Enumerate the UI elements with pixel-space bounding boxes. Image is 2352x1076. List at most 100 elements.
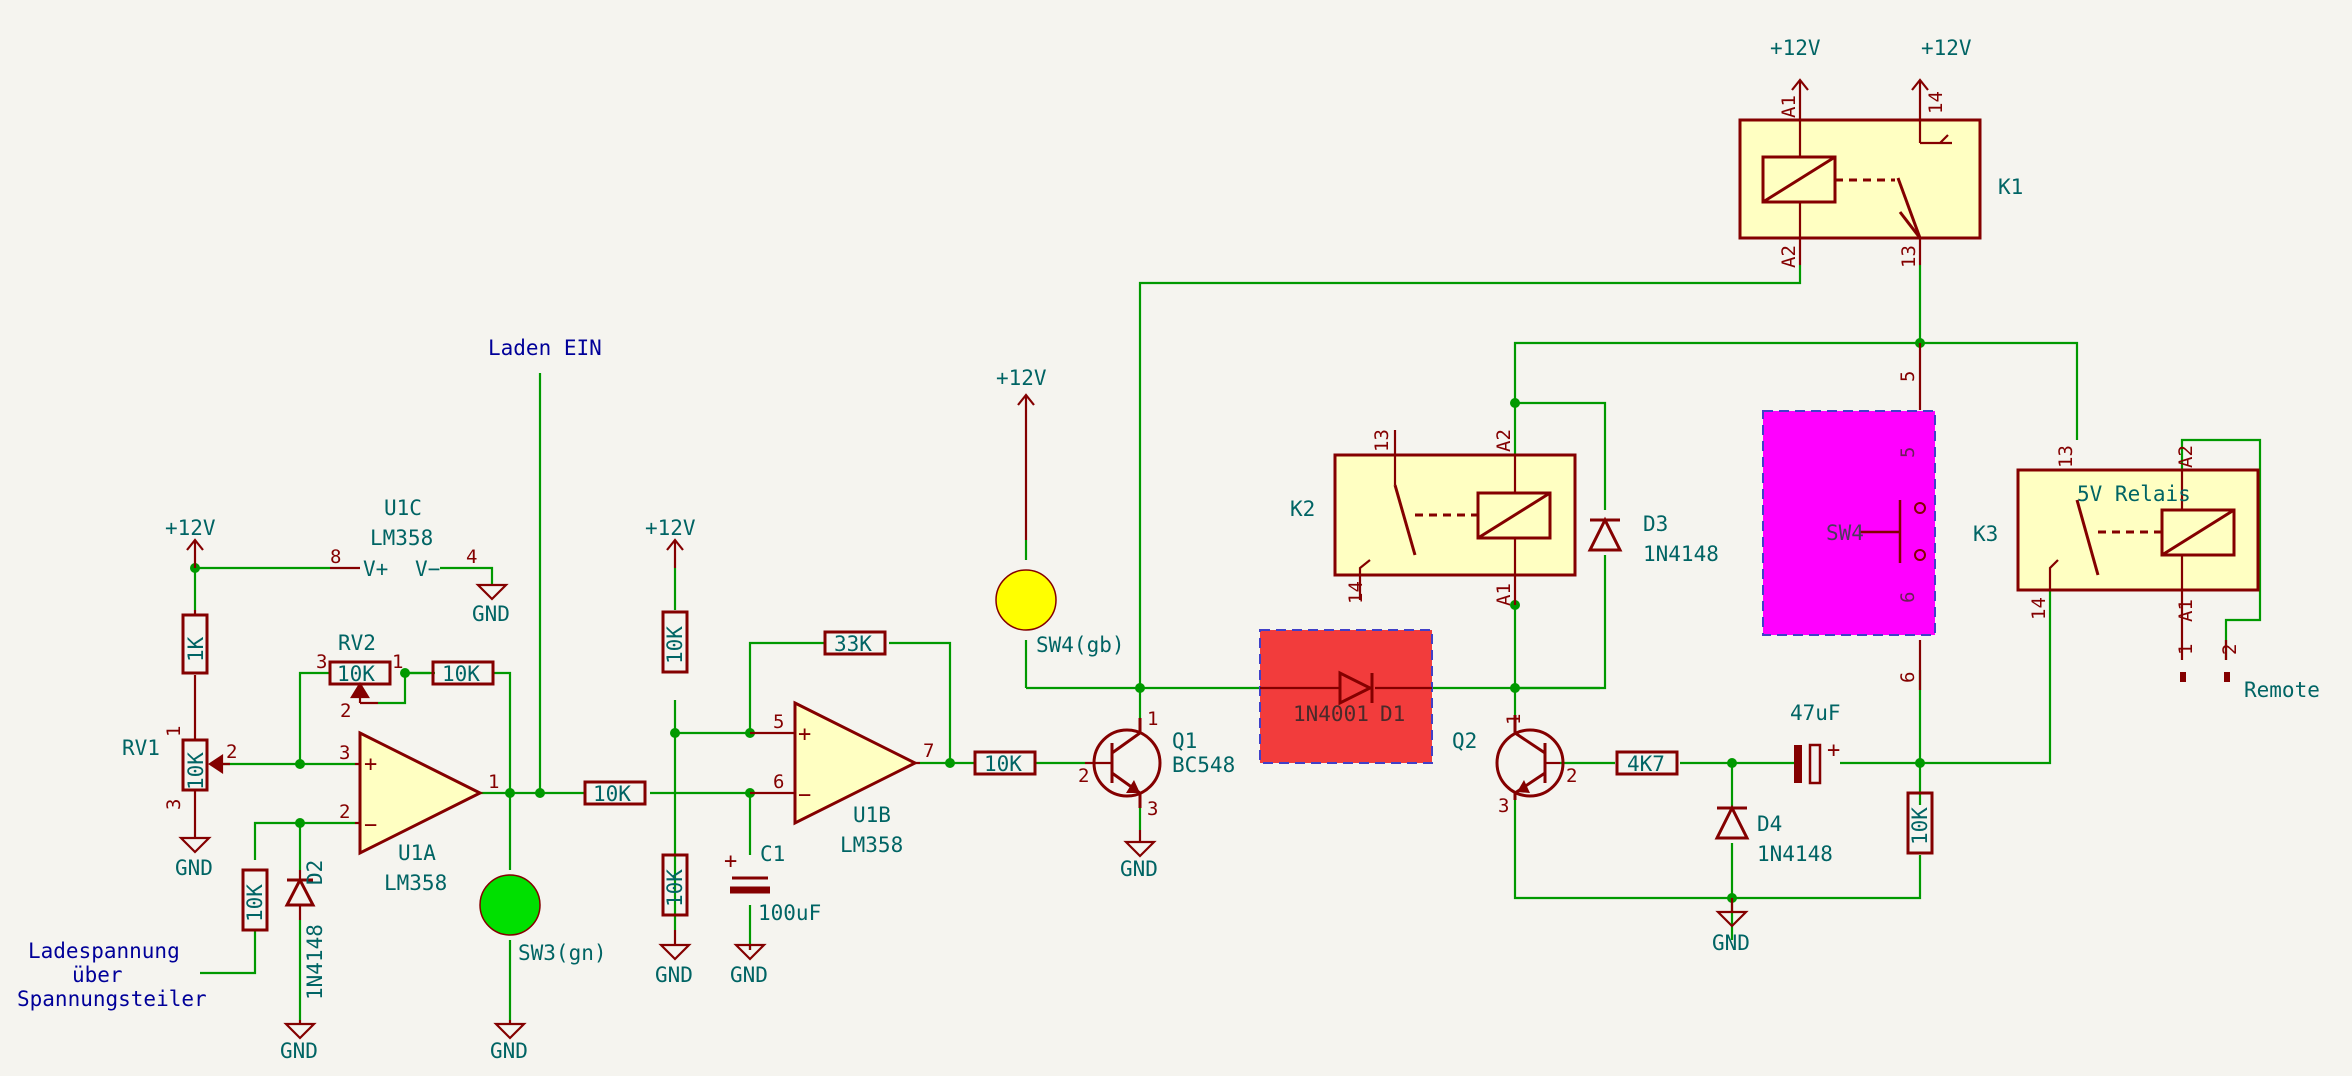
svg-text:+12V: +12V [996,366,1047,390]
svg-text:GND: GND [490,1039,528,1063]
svg-text:2: 2 [340,700,351,722]
switch-sw4-highlighted: SW4 5 5 6 6 [1762,343,1936,690]
power-12v-rv1: +12V [165,516,216,568]
gnd-c1: GND [730,943,768,987]
svg-text:10K: 10K [184,752,208,790]
svg-text:13: 13 [2055,445,2077,468]
resistor-input-10k: 10K [583,780,647,806]
svg-text:D4: D4 [1757,812,1782,836]
svg-text:Q1: Q1 [1172,729,1197,753]
u1b-opamp: + − 5 6 7 U1B LM358 [750,700,934,857]
svg-text:Q2: Q2 [1452,729,1477,753]
svg-text:2: 2 [1078,765,1089,787]
svg-text:U1C: U1C [384,496,422,520]
gnd-d2: GND [280,1020,318,1063]
net-label-laden-ein: Laden EIN [488,336,602,360]
svg-text:K1: K1 [1998,175,2023,199]
svg-text:10K: 10K [663,869,687,907]
svg-text:A2: A2 [1778,245,1800,268]
svg-text:1: 1 [163,726,185,737]
svg-text:D1: D1 [1380,702,1405,726]
diode-d1-highlighted: 1N4001 D1 [1259,629,1433,764]
u1a-opamp: + − 3 2 1 U1A LM358 [339,730,499,895]
svg-text:4: 4 [466,546,477,568]
svg-text:10K: 10K [1908,807,1932,845]
svg-text:5V Relais: 5V Relais [2077,482,2191,506]
gnd-q1: GND [1120,830,1158,881]
svg-text:6: 6 [773,771,784,793]
svg-text:Remote: Remote [2244,678,2320,702]
resistor-base-10k: 10K [973,750,1037,776]
svg-text:10K: 10K [337,662,375,686]
resistor-divider-top-10k: 10K [661,610,689,674]
net-label-ladespannung-line1: Ladespannung [28,939,180,963]
svg-text:4K7: 4K7 [1627,752,1665,776]
svg-text:6: 6 [1897,592,1919,603]
capacitor-c1: + C1 100uF [724,842,821,925]
svg-text:+12V: +12V [165,516,216,540]
sw4gb-led-indicator: SW4(gb) [995,569,1125,657]
rv1-potentiometer: RV1 10K 1 2 3 [122,720,237,820]
diode-d4: D4 1N4148 [1714,804,1833,866]
svg-text:RV1: RV1 [122,736,160,760]
sw3-led-indicator: SW3(gn) [479,874,607,965]
svg-text:U1A: U1A [398,841,436,865]
wires [193,265,2262,1020]
svg-text:1N4148: 1N4148 [1643,542,1719,566]
gnd-divider: GND [655,930,693,987]
relay-k2: K2 13 14 A2 A1 [1290,429,1577,606]
svg-text:SW4(gb): SW4(gb) [1036,633,1125,657]
junctions [190,338,1925,903]
svg-text:14: 14 [1345,581,1367,604]
diode-d3: D3 1N4148 [1587,512,1719,566]
svg-text:U1B: U1B [853,803,891,827]
resistor-divider-10k: 10K [241,868,269,932]
svg-text:5: 5 [1897,371,1919,382]
rv2-potentiometer: RV2 10K 3 1 2 [316,631,403,722]
svg-text:GND: GND [730,963,768,987]
transistor-q1: 2 1 3 Q1 BC548 [1078,708,1235,820]
svg-text:GND: GND [175,856,213,880]
svg-text:5: 5 [1897,447,1919,458]
svg-text:K3: K3 [1973,522,1998,546]
svg-text:3: 3 [1498,795,1509,817]
svg-text:2: 2 [2219,644,2241,655]
power-12v-sw4gb: +12V [996,366,1047,540]
transistor-q2: 2 1 3 Q2 [1452,714,1577,817]
svg-text:GND: GND [472,602,510,626]
svg-text:+: + [724,849,737,874]
svg-text:10K: 10K [243,884,267,922]
svg-text:LM358: LM358 [840,833,903,857]
resistor-4k7: 4K7 [1615,750,1679,776]
svg-text:1N4148: 1N4148 [1757,842,1833,866]
svg-text:+: + [364,752,377,777]
svg-text:K2: K2 [1290,497,1315,521]
svg-text:5: 5 [773,711,784,733]
svg-text:GND: GND [1712,931,1750,955]
svg-text:3: 3 [316,651,327,673]
svg-text:BC548: BC548 [1172,753,1235,777]
svg-text:10K: 10K [442,662,480,686]
svg-text:3: 3 [339,742,350,764]
svg-text:8: 8 [330,546,341,568]
svg-text:+: + [1827,738,1840,763]
relay-k1: K1 A1 A2 14 13 [1738,91,2023,268]
svg-text:A1: A1 [1493,583,1515,606]
svg-text:3: 3 [1147,798,1158,820]
svg-text:47uF: 47uF [1790,701,1841,725]
resistor-1k: 1K [181,610,209,720]
svg-text:A2: A2 [1493,429,1515,452]
svg-text:GND: GND [655,963,693,987]
svg-text:−: − [798,783,811,808]
capacitor-47uf: + 47uF [1790,701,1841,785]
svg-text:10K: 10K [984,752,1022,776]
power-12v-divider: +12V [645,516,696,568]
svg-text:1: 1 [1503,714,1525,725]
svg-text:10K: 10K [663,626,687,664]
svg-text:13: 13 [1898,245,1920,268]
svg-text:100uF: 100uF [758,901,821,925]
svg-text:1: 1 [488,771,499,793]
resistor-feedback-10k: 10K [431,660,495,686]
svg-text:D3: D3 [1643,512,1668,536]
